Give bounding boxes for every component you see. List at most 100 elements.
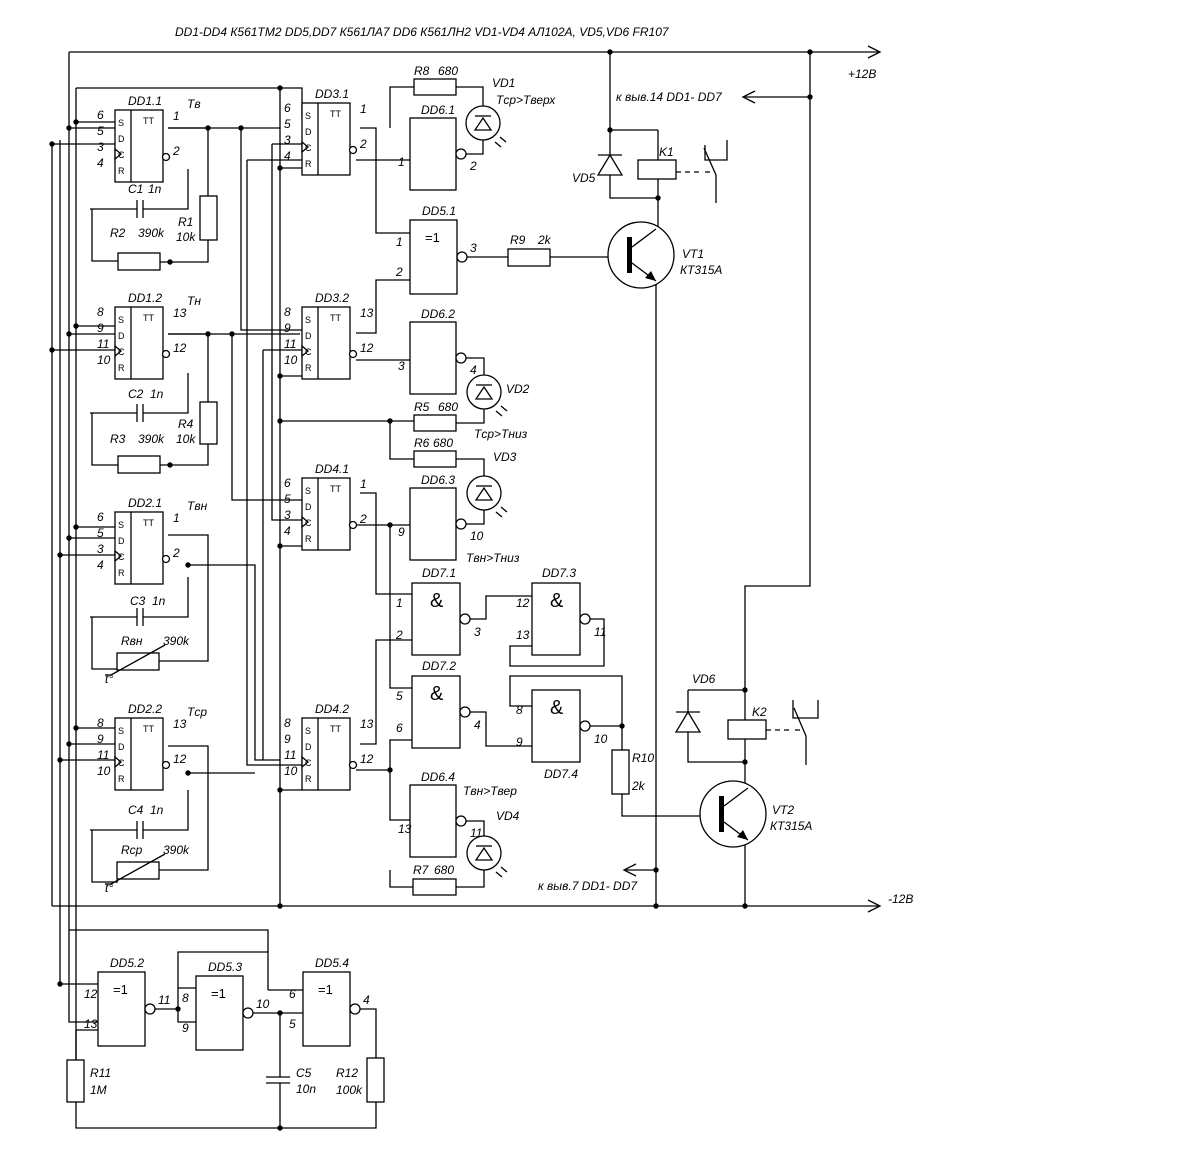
- resistor-value: 680: [434, 863, 454, 877]
- capacitor-value: 10n: [296, 1082, 316, 1096]
- junction-dot: [277, 1125, 283, 1131]
- junction-dot: [807, 49, 813, 55]
- wire: [75, 1029, 98, 1060]
- junction-dot: [73, 725, 79, 731]
- inverter-bubble: [455, 352, 467, 364]
- pin-letter: S: [118, 520, 124, 530]
- junction-dot: [387, 522, 393, 528]
- transistor-collector: [723, 787, 749, 807]
- pin-number: 9: [284, 732, 291, 746]
- pin-number: 13: [84, 1017, 98, 1031]
- pin-letter: C: [305, 758, 312, 768]
- pin-letter: D: [305, 502, 312, 512]
- pin-letter: R: [305, 534, 312, 544]
- led-triangle: [474, 846, 494, 861]
- clock-marker: [114, 147, 123, 161]
- gate-name: DD5.3: [208, 960, 242, 974]
- resistor-value: 2k: [537, 233, 552, 247]
- wire: [741, 90, 756, 104]
- wire: [465, 711, 532, 747]
- capacitor-name: C4: [128, 803, 144, 817]
- nand-gate-dd7-4: [531, 689, 581, 763]
- wire: [509, 675, 623, 727]
- pin-number: 11: [594, 625, 606, 639]
- inverted-output: [161, 152, 171, 162]
- wire: [159, 745, 209, 871]
- wire: [91, 413, 118, 466]
- pin-number: 12: [173, 341, 187, 355]
- inverter-dd6-4: [409, 784, 457, 858]
- wire: [389, 870, 413, 888]
- resistor-value: 10k: [176, 432, 196, 446]
- resistor-value: 390k: [163, 843, 190, 857]
- pin-letter: D: [118, 742, 125, 752]
- capacitor-value: 1n: [148, 182, 162, 196]
- wire: [360, 492, 412, 595]
- wire: [355, 1008, 377, 1058]
- xor-gate-dd5-3: [195, 975, 244, 1051]
- wiring: [49, 45, 882, 1131]
- relay-k1-coil: [637, 159, 677, 180]
- thermistor-mark: t°: [105, 881, 113, 895]
- pin-letter: C: [118, 150, 125, 160]
- pin-number: 8: [516, 703, 523, 717]
- gate-name: DD5.4: [315, 956, 349, 970]
- pin-number: 4: [284, 524, 291, 538]
- gate-bubble: [242, 1007, 254, 1019]
- pin-number: 10: [470, 529, 484, 543]
- pin-number: 9: [284, 321, 291, 335]
- pin-number: 6: [97, 510, 104, 524]
- inverter-name: DD6.4: [421, 770, 455, 784]
- diode-name: VD5: [572, 171, 596, 185]
- pin-number: 2: [359, 137, 367, 151]
- pin-number: 1: [173, 511, 180, 525]
- resistor-value: 680: [438, 64, 458, 78]
- pin-number: 8: [182, 991, 189, 1005]
- flip-flop-label: Tв: [187, 97, 201, 111]
- resistor-name: R12: [336, 1066, 358, 1080]
- wire: [91, 209, 118, 262]
- flip-flop-label: Tн: [187, 294, 201, 308]
- junction-dot: [73, 119, 79, 125]
- led-ray: [500, 506, 508, 513]
- pin-number: 1: [398, 155, 405, 169]
- junction-dot: [185, 562, 191, 568]
- gate-symbol: &: [430, 590, 444, 612]
- inverter-dd6-1: [409, 117, 457, 191]
- wire: [143, 577, 189, 618]
- pin-number: 8: [284, 716, 291, 730]
- xor-gate-dd5-2: [97, 971, 146, 1047]
- wire: [609, 175, 658, 199]
- junction-dot: [175, 1006, 181, 1012]
- pin-letter: TT: [330, 724, 341, 734]
- wire: [159, 534, 209, 662]
- gate-bubble: [459, 613, 471, 625]
- led-caption: Tср>Tниз: [474, 427, 528, 441]
- wire: [461, 357, 485, 375]
- resistor-value: 390k: [138, 226, 165, 240]
- flip-flop-name: DD4.2: [315, 702, 349, 716]
- wire: [143, 373, 189, 414]
- pin-letter: S: [305, 486, 311, 496]
- pin-number: 2: [395, 628, 403, 642]
- nand-gate-dd7-2: [411, 675, 461, 749]
- resistor-value: 2k: [631, 779, 646, 793]
- clock-marker: [301, 344, 310, 358]
- pin-number: 9: [97, 321, 104, 335]
- pin-letter: D: [118, 536, 125, 546]
- wire: [143, 169, 189, 210]
- pin-number: 9: [516, 735, 523, 749]
- pin-letter: C: [118, 347, 125, 357]
- gate-name: DD7.3: [542, 566, 576, 580]
- pin-number: 10: [284, 764, 298, 778]
- flip-flop-body: [114, 717, 164, 791]
- junction-dot: [66, 125, 72, 131]
- clock-marker: [301, 140, 310, 154]
- wire: [160, 444, 209, 466]
- capacitor-name: C2: [128, 387, 144, 401]
- pin-number: 4: [97, 558, 104, 572]
- junction-dot: [277, 1010, 283, 1016]
- pin-letter: D: [118, 134, 125, 144]
- inverter-bubble: [455, 518, 467, 530]
- pin-letter: S: [305, 111, 311, 121]
